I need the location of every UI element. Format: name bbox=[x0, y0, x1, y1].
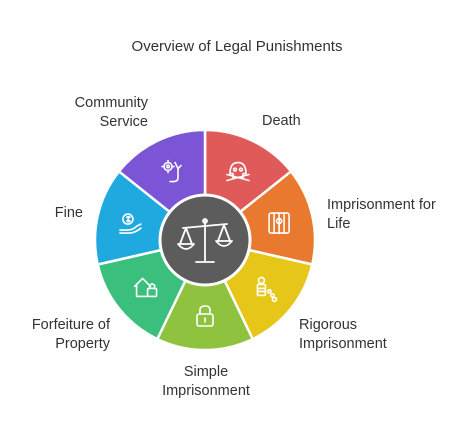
segment-label-life: Imprisonment for Life bbox=[327, 197, 436, 232]
pirate-skull-icon bbox=[226, 161, 250, 182]
segment-label-death: Death bbox=[262, 113, 301, 129]
money-hand-icon bbox=[119, 213, 142, 234]
house-lock-icon bbox=[133, 277, 158, 298]
segment-label-community: Community Service bbox=[74, 95, 148, 130]
segment-simple bbox=[155, 237, 255, 352]
jail-bars-icon bbox=[268, 212, 290, 234]
prisoner-chain-icon bbox=[256, 276, 278, 303]
segment-label-simple: Simple Imprisonment bbox=[162, 364, 250, 399]
padlock-icon bbox=[196, 305, 214, 327]
segment-label-rigorous: Rigorous Imprisonment bbox=[299, 317, 387, 352]
diagram-title: Overview of Legal Punishments bbox=[131, 38, 343, 55]
scales-of-justice-icon bbox=[177, 218, 233, 263]
segment-label-fine: Fine bbox=[54, 205, 83, 221]
segment-label-forfeiture: Forfeiture of Property bbox=[31, 317, 110, 352]
gear-hand-icon bbox=[161, 159, 182, 183]
